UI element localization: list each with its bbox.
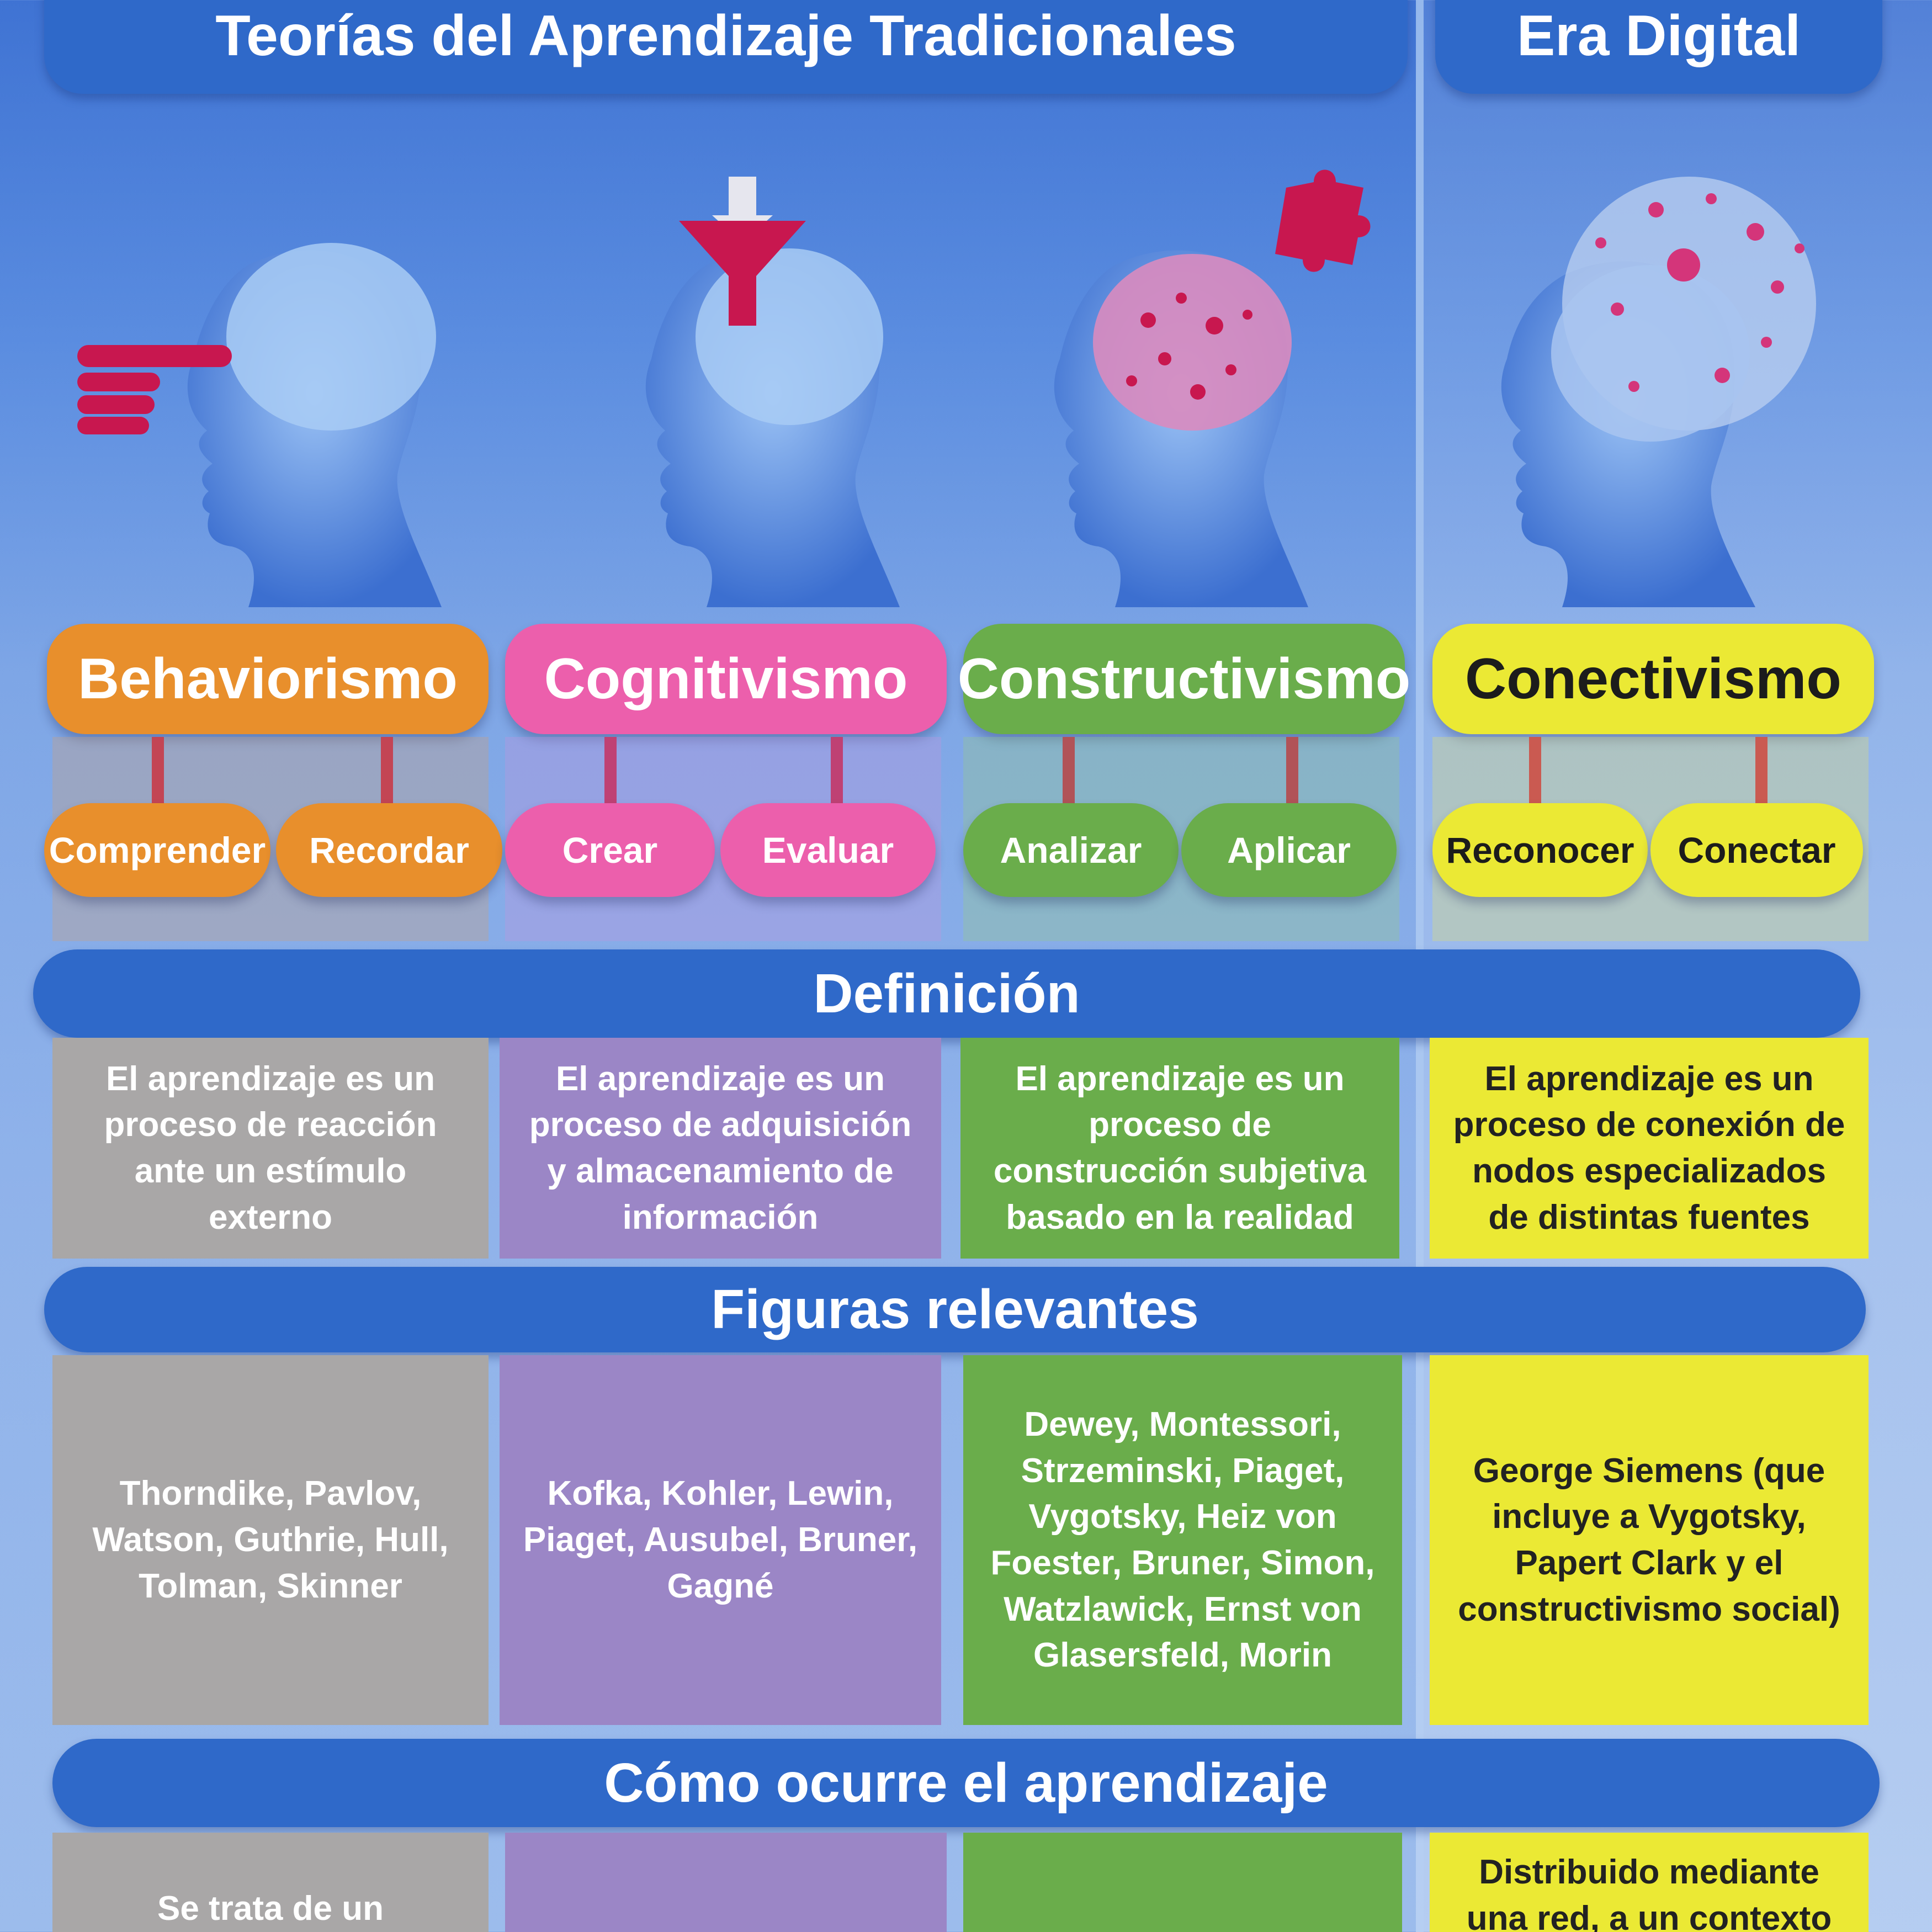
definition-behaviorismo: El aprendizaje es un proceso de reacción… [52,1038,489,1259]
how-text: Distribuido mediante una red, a un conte… [1466,1853,1832,1932]
figures-text: George Siemens (que incluye a Vygotsky, … [1458,1451,1840,1628]
network-head-icon [1501,177,1816,607]
how-text: Se trata de un [157,1889,384,1928]
section-title: Cómo ocurre el aprendizaje [604,1751,1328,1814]
action-analizar: Analizar [963,803,1179,897]
how-cognitivismo [505,1833,947,1932]
action-label: Aplicar [1227,830,1351,871]
theory-conectivismo: Conectivismo [1432,624,1874,734]
definition-conectivismo: El aprendizaje es un proceso de conexión… [1430,1038,1869,1259]
connector-line [1286,737,1298,803]
how-conectivismo: Distribuido mediante una red, a un conte… [1430,1833,1869,1932]
definition-text: El aprendizaje es un proceso de conexión… [1453,1059,1845,1236]
traditional-theories-title: Teorías del Aprendizaje Tradicionales [215,3,1236,68]
definition-cognitivismo: El aprendizaje es un proceso de adquisic… [500,1038,941,1259]
theory-label: Constructivismo [957,646,1411,711]
definition-constructivismo: El aprendizaje es un proceso de construc… [960,1038,1399,1259]
how-constructivismo [963,1833,1402,1932]
traditional-theories-banner: Teorías del Aprendizaje Tradicionales [44,0,1408,94]
action-crear: Crear [505,803,715,897]
theory-label: Cognitivismo [544,646,908,711]
section-title: Figuras relevantes [711,1278,1199,1340]
action-label: Conectar [1678,830,1836,871]
section-title: Definición [813,962,1080,1025]
action-recordar: Recordar [276,803,502,897]
definition-text: El aprendizaje es un proceso de reacción… [104,1059,437,1236]
definition-text: El aprendizaje es un proceso de construc… [993,1059,1367,1236]
section-definicion-banner: Definición [33,949,1860,1038]
action-evaluar: Evaluar [720,803,936,897]
connector-line [1529,737,1541,803]
digital-era-title: Era Digital [1516,3,1801,68]
action-label: Evaluar [762,830,894,871]
digital-era-banner: Era Digital [1435,0,1882,94]
connector-line [152,737,164,803]
figures-constructivismo: Dewey, Montessori, Strzeminski, Piaget, … [963,1355,1402,1725]
theory-label: Behaviorismo [78,646,458,711]
figures-conectivismo: George Siemens (que incluye a Vygotsky, … [1430,1355,1869,1725]
figures-behaviorismo: Thorndike, Pavlov, Watson, Guthrie, Hull… [52,1355,489,1725]
action-conectar: Conectar [1650,803,1863,897]
section-como-banner: Cómo ocurre el aprendizaje [52,1739,1880,1827]
action-reconocer: Reconocer [1432,803,1648,897]
funnel-head-icon [645,177,900,607]
figures-cognitivismo: Kofka, Kohler, Lewin, Piaget, Ausubel, B… [500,1355,941,1725]
connector-line [381,737,393,803]
action-label: Recordar [309,830,469,871]
connector-line [1063,737,1075,803]
connector-line [831,737,843,803]
connector-line [1755,737,1768,803]
connector-line [604,737,617,803]
action-label: Comprender [49,830,266,871]
action-comprender: Comprender [44,803,270,897]
pointing-hand-head-icon [77,243,442,607]
definition-text: El aprendizaje es un proceso de adquisic… [529,1059,912,1236]
puzzle-head-icon [1054,169,1371,607]
theory-label: Conectivismo [1465,646,1841,711]
how-behaviorismo: Se trata de un [52,1833,489,1932]
action-label: Reconocer [1446,830,1634,871]
figures-text: Thorndike, Pavlov, Watson, Guthrie, Hull… [92,1474,449,1605]
theory-behaviorismo: Behaviorismo [47,624,489,734]
action-label: Crear [562,830,658,871]
figures-text: Kofka, Kohler, Lewin, Piaget, Ausubel, B… [523,1474,918,1605]
figures-text: Dewey, Montessori, Strzeminski, Piaget, … [990,1405,1375,1675]
action-label: Analizar [1000,830,1142,871]
theory-constructivismo: Constructivismo [958,624,1410,734]
section-figuras-banner: Figuras relevantes [44,1267,1866,1352]
theory-cognitivismo: Cognitivismo [505,624,947,734]
action-aplicar: Aplicar [1181,803,1397,897]
